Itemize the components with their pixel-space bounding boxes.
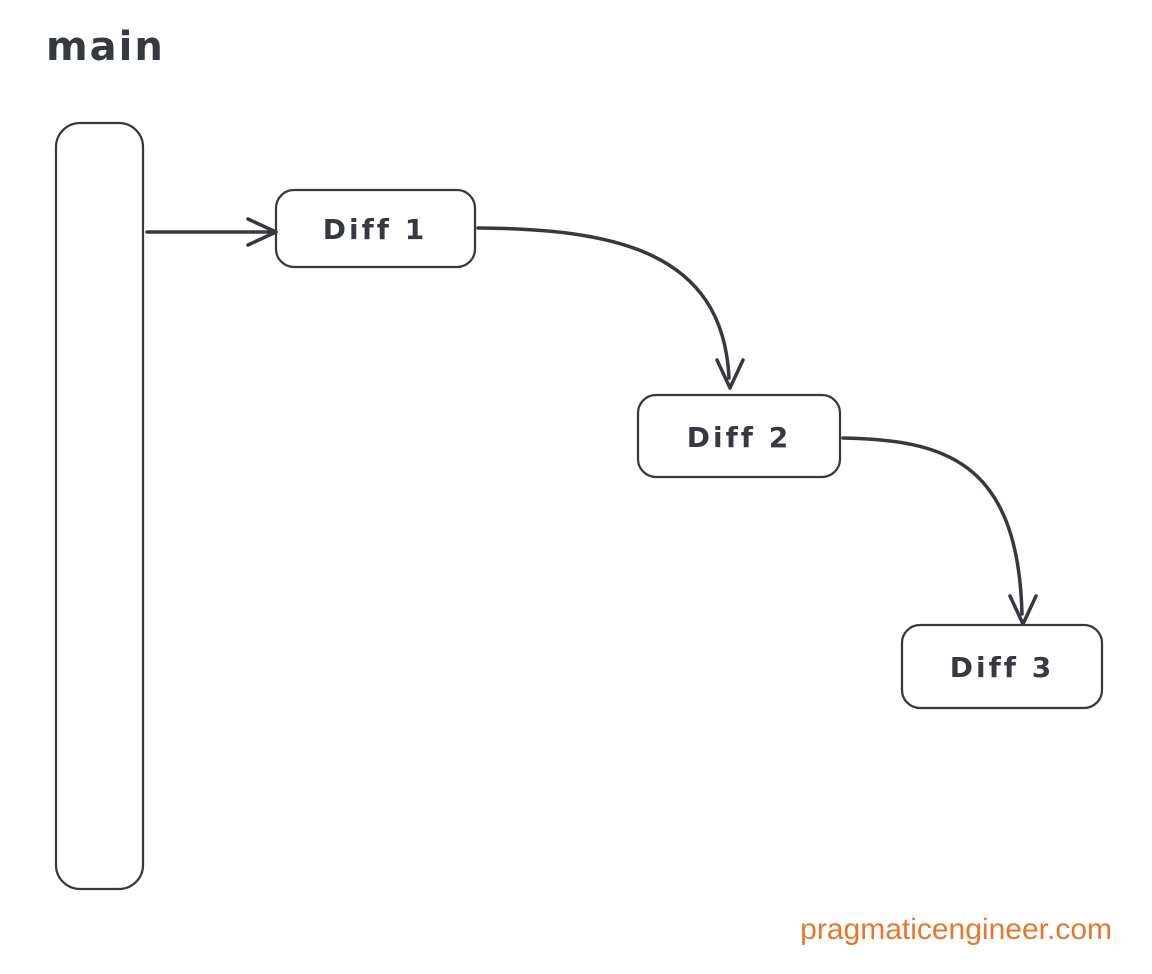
arrow-diff1-to-diff2-head [715, 358, 745, 390]
main-branch-lane [54, 121, 145, 891]
diff3-node [900, 623, 1104, 710]
diff3-node-label: Diff 3 [950, 651, 1054, 684]
arrow-diff2-to-diff3-head [1008, 594, 1038, 626]
main-branch-label: main [46, 24, 165, 70]
diff1-node-label: Diff 1 [323, 213, 427, 246]
diff1-node [274, 188, 477, 269]
diff2-node-label: Diff 2 [687, 421, 791, 454]
arrow-main-to-diff1-head [246, 217, 278, 247]
diff2-node [636, 393, 842, 479]
arrow-diff1-to-diff2 [476, 226, 731, 380]
watermark-text: pragmaticengineer.com [800, 913, 1112, 946]
arrow-diff2-to-diff3 [841, 436, 1024, 616]
